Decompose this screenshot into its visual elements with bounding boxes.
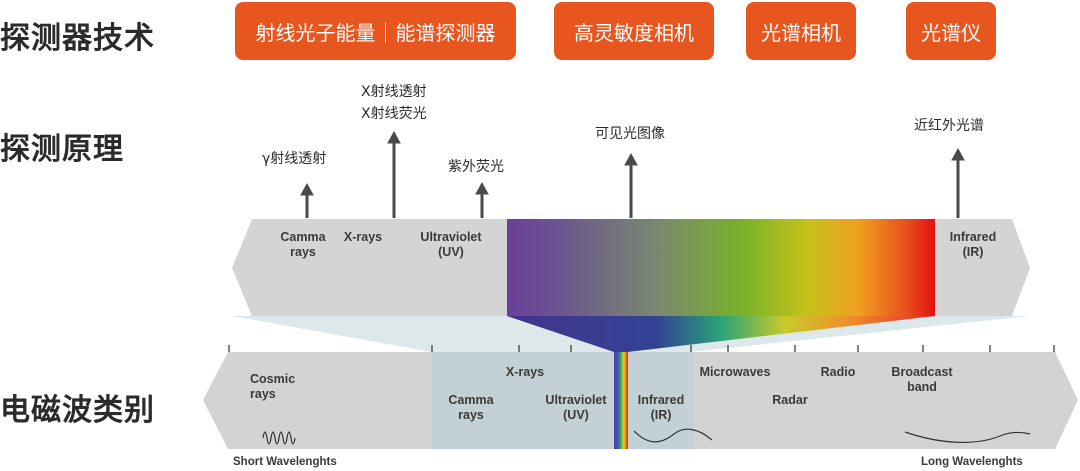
upper-ir-label: Infrared(IR) [949, 230, 997, 259]
infrared-wave-icon [633, 428, 713, 443]
principle-gamma-transmission: γ射线透射 [262, 151, 327, 167]
principle-xray-transmission: X射线透射 [361, 84, 427, 100]
lower-radio-label: Radio [820, 365, 856, 379]
cosmic-wave-icon [262, 431, 296, 445]
ruler-ticks [228, 345, 1055, 352]
lower-uv-label: Ultraviolet(UV) [545, 393, 607, 422]
tech-spectrometer[interactable]: 光谱仪 [906, 2, 996, 60]
visible-spectrum-gradient [507, 219, 935, 316]
upper-uv-label: Ultraviolet(UV) [420, 230, 482, 259]
principle-uv-fluorescence: 紫外荧光 [448, 159, 504, 175]
upper-xrays-label: X-rays [343, 230, 383, 244]
lower-microwaves-label: Microwaves [699, 365, 771, 379]
principle-visible-image: 可见光图像 [595, 126, 665, 142]
tech-spectral-camera[interactable]: 光谱相机 [746, 2, 856, 60]
row-label-em-category: 电磁波类别 [0, 393, 155, 428]
row-label-principle: 探测原理 [0, 132, 124, 167]
lower-xrays-label: X-rays [505, 365, 545, 379]
footer-short-wavelengths: Short Wavelenghts [233, 456, 337, 468]
lower-ir-label: Infrared(IR) [637, 393, 685, 422]
broadcast-wave-icon [904, 431, 1031, 443]
tech-high-sensitivity-camera[interactable]: 高灵敏度相机 [554, 2, 714, 60]
lower-band-highlight [432, 352, 693, 449]
principle-nir-spectrum: 近红外光谱 [914, 118, 984, 134]
spectrum-fan [507, 316, 935, 352]
tech-energy-spectrum-detector[interactable]: 射线光子能量｜能谱探测器 [235, 2, 516, 60]
lower-radar-label: Radar [772, 393, 808, 407]
row-label-detector-tech: 探测器技术 [0, 21, 155, 56]
visible-strip [614, 352, 628, 449]
footer-long-wavelengths: Long Wavelenghts [921, 456, 1023, 468]
principle-arrows [300, 130, 965, 218]
principle-xray-fluorescence: X射线荧光 [361, 106, 427, 122]
